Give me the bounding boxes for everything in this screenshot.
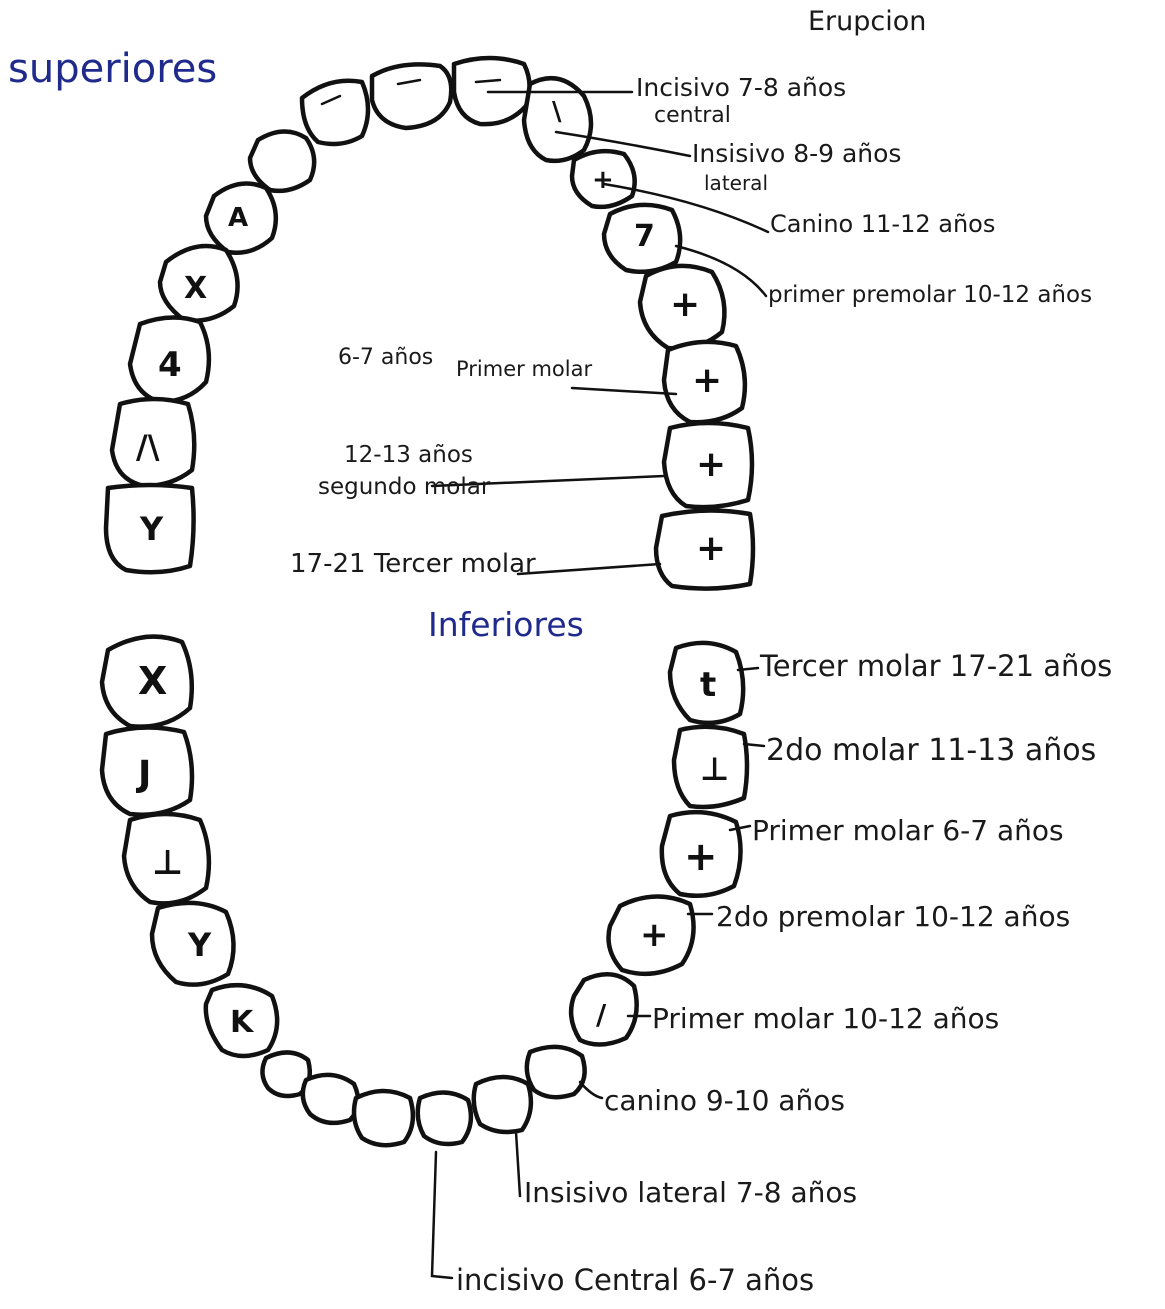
tooth-mark: +	[696, 528, 726, 569]
lower-right-central-incisor-tooth	[418, 1092, 471, 1144]
lower-central-incisor-label: incisivo Central 6-7 años	[456, 1263, 814, 1297]
tooth-mark: +	[670, 284, 700, 325]
leader-line	[518, 564, 660, 574]
upper-lateral-incisor-label-2: lateral	[704, 171, 768, 195]
upper-premolar-label: primer premolar 10-12 años	[768, 282, 1092, 308]
upper-arch	[106, 58, 753, 589]
upper-lateral-incisor-label: Insisivo 8-9 años	[692, 139, 901, 168]
tooth-mark: +	[692, 360, 722, 401]
lower-canine-label: canino 9-10 años	[604, 1084, 845, 1117]
upper-second-molar-years: 12-13 años	[344, 442, 473, 468]
lower-third-molar-label: Tercer molar 17-21 años	[759, 649, 1112, 683]
lower-second-molar-label: 2do molar 11-13 años	[766, 733, 1096, 768]
upper-canine-left-tooth	[250, 131, 314, 190]
diagram-title: Erupcion	[808, 6, 926, 37]
leader-line	[572, 388, 676, 394]
upper-heading: superiores	[8, 46, 217, 92]
upper-central-incisor-label: Incisivo 7-8 años	[636, 73, 846, 102]
lower-tooth-marks: X J ⊥ Y K t ⊥ + + /	[135, 659, 729, 1040]
tooth-mark: Y	[139, 510, 164, 548]
lower-first-premolar-label: Primer molar 10-12 años	[652, 1002, 999, 1035]
upper-first-molar-years: 6-7 años	[338, 345, 433, 370]
lower-labels: Tercer molar 17-21 años 2do molar 11-13 …	[456, 649, 1112, 1297]
lower-arch	[102, 637, 747, 1146]
lower-left-central-incisor-tooth	[354, 1091, 413, 1145]
tooth-mark: X	[138, 659, 167, 703]
upper-second-molar-label: segundo molar	[318, 474, 491, 500]
tooth-mark: \	[552, 97, 562, 127]
lower-second-premolar-label: 2do premolar 10-12 años	[716, 900, 1070, 933]
upper-central-incisor-label-2: central	[654, 103, 731, 128]
tooth-mark: +	[684, 834, 718, 880]
tooth-mark: 4	[158, 345, 182, 385]
leader-line	[580, 1082, 602, 1098]
tooth-mark: /\	[136, 428, 160, 466]
tooth-mark: +	[640, 915, 669, 955]
upper-central-incisor-left-tooth	[372, 64, 451, 128]
tooth-mark: X	[184, 271, 207, 306]
leader-line	[432, 1152, 452, 1278]
tooth-mark: Y	[187, 926, 212, 964]
tooth-mark: K	[230, 1005, 255, 1040]
tooth-mark: J	[135, 754, 151, 795]
tooth-mark: ⊥	[700, 750, 729, 788]
tooth-mark: A	[228, 203, 248, 233]
lower-heading: Inferiores	[428, 605, 584, 644]
upper-lateral-incisor-left-tooth	[302, 81, 368, 144]
tooth-mark: /	[596, 998, 607, 1031]
leader-line	[516, 1132, 520, 1196]
tooth-mark: +	[592, 165, 614, 195]
tooth-mark: +	[696, 444, 726, 485]
upper-canine-label: Canino 11-12 años	[770, 210, 995, 238]
upper-first-molar-label: Primer molar	[456, 357, 592, 381]
tooth-mark: ⊥	[152, 843, 183, 883]
tooth-mark: t	[700, 665, 716, 705]
lower-first-molar-label: Primer molar 6-7 años	[752, 814, 1064, 847]
lower-right-lateral-incisor-tooth	[474, 1077, 531, 1132]
lower-left-lateral-incisor-tooth	[303, 1075, 358, 1123]
upper-third-molar-label: 17-21 Tercer molar	[290, 549, 536, 579]
lower-right-canine-tooth	[527, 1047, 585, 1097]
tooth-mark: 7	[634, 219, 655, 254]
lower-lateral-incisor-label: Insisivo lateral 7-8 años	[524, 1176, 857, 1209]
